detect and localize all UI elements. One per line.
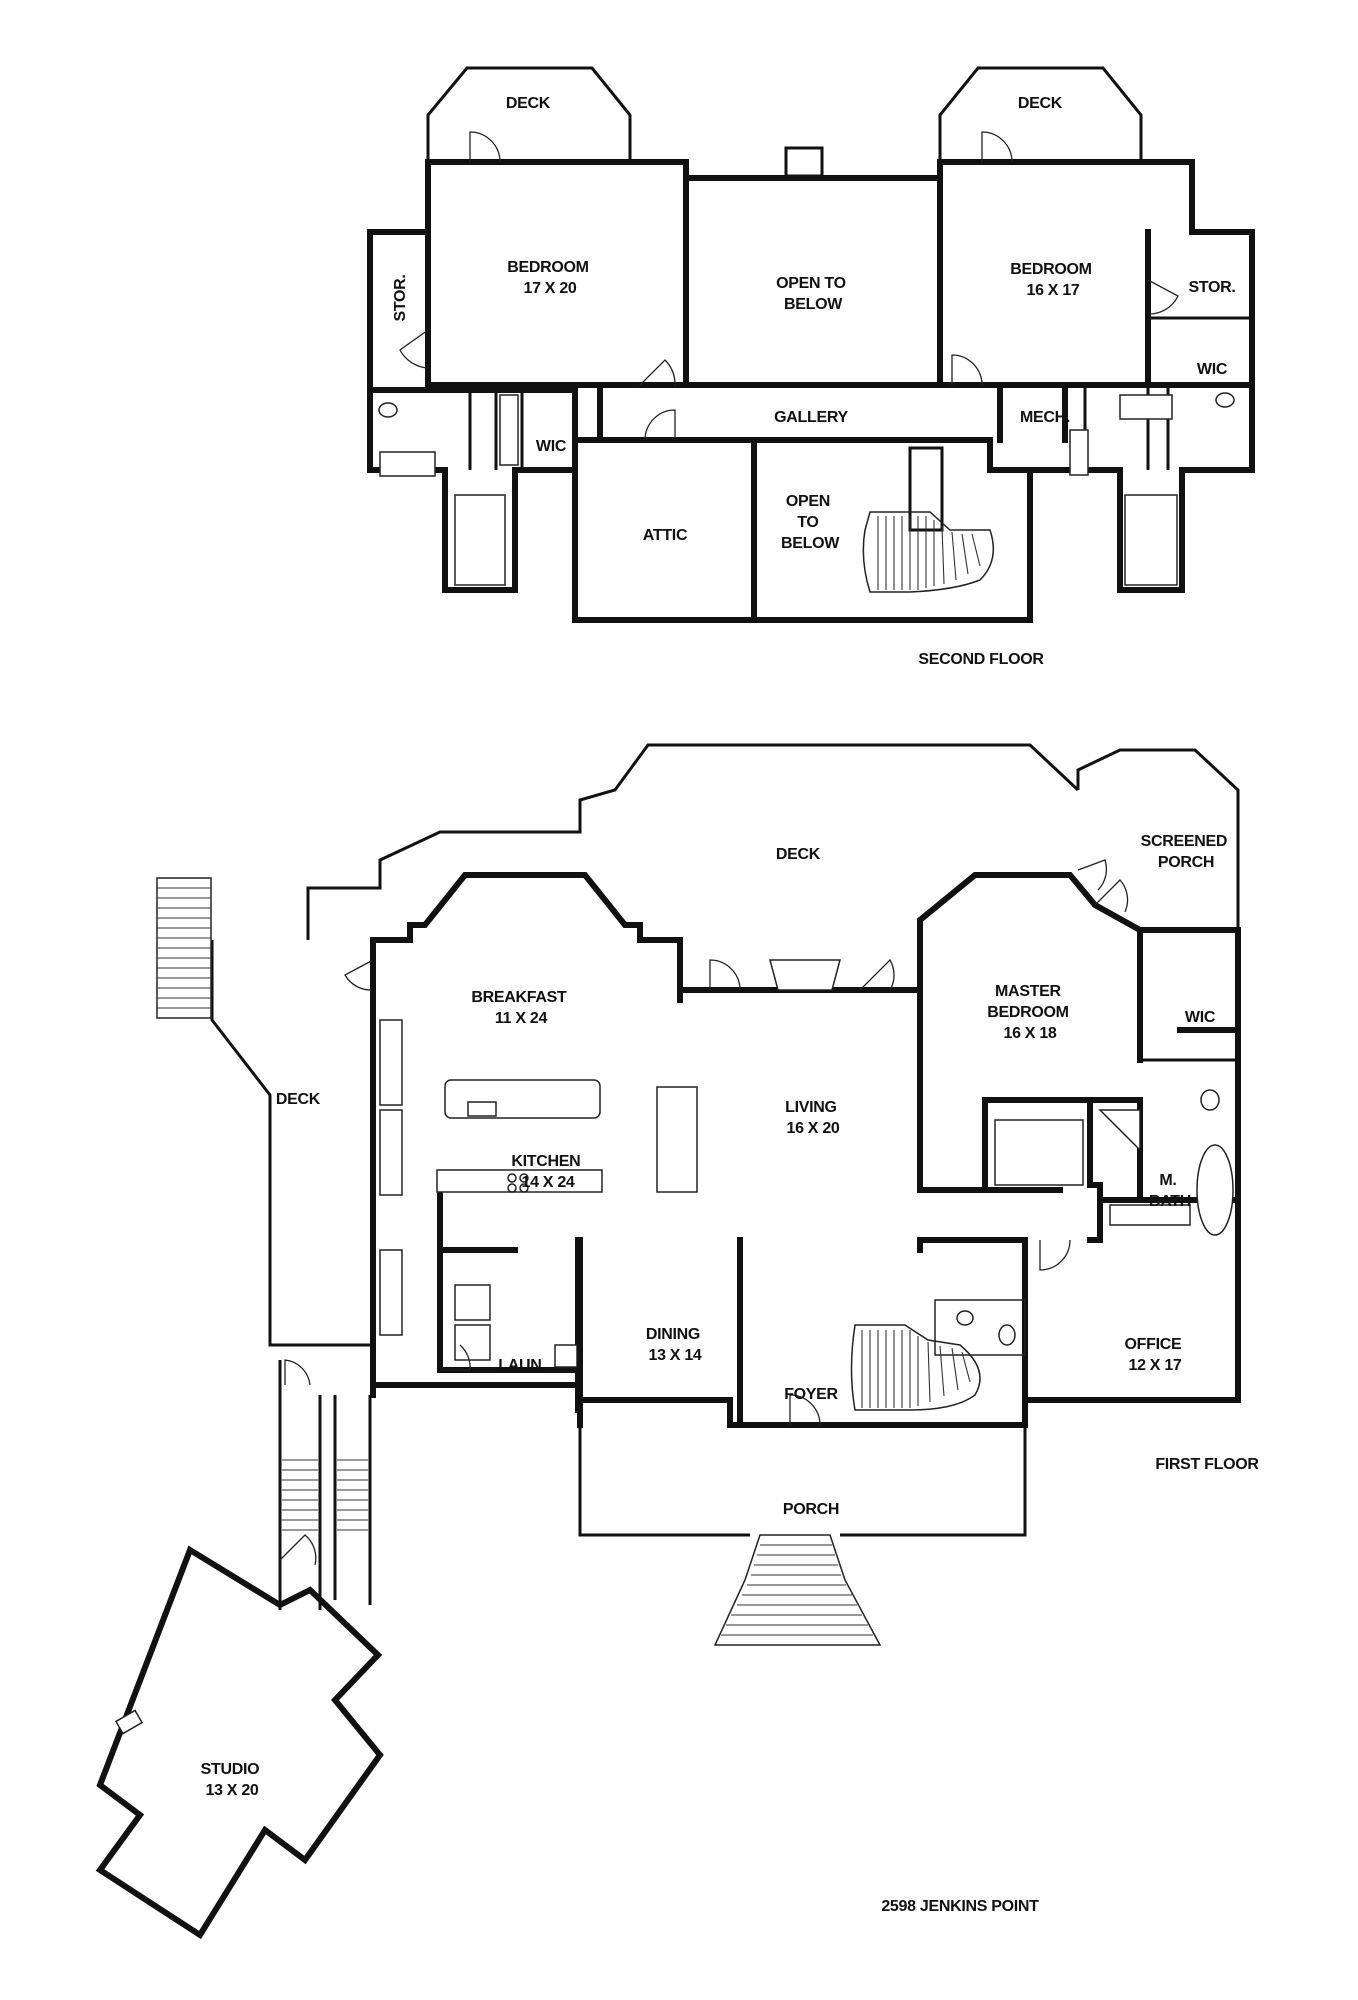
label-living: LIVING 16 X 20 <box>785 1099 841 1137</box>
labels-first-floor: DECK SCREENED PORCH BREAKFAST 11 X 24 MA… <box>201 833 1260 1915</box>
label-dining: DINING 13 X 14 <box>646 1326 704 1364</box>
door-living-deck-right <box>859 958 895 991</box>
kitchen-sink <box>467 1101 497 1117</box>
deck-top-outline <box>306 743 1080 940</box>
first-floor-title: FIRST FLOOR <box>1155 1456 1259 1473</box>
master-tub <box>1196 1144 1234 1236</box>
labels-second-floor: DECK DECK BEDROOM 17 X 20 OPEN TO BELOW … <box>392 95 1236 668</box>
address-label: 2598 JENKINS POINT <box>881 1898 1039 1915</box>
pantry-cabinets <box>379 1019 403 1106</box>
closet-left <box>454 494 506 586</box>
label-wic-right: WIC <box>1197 361 1228 378</box>
label-deck-left: DECK <box>276 1091 321 1108</box>
second-floor-outer-wall <box>367 159 1255 623</box>
bathtub-left <box>379 451 436 477</box>
label-studio: STUDIO 13 X 20 <box>201 1761 264 1799</box>
stair-upper <box>862 511 995 593</box>
kitchen-counter <box>436 1169 603 1193</box>
label-foyer: FOYER <box>784 1386 838 1403</box>
label-porch: PORCH <box>783 1501 839 1518</box>
second-floor-title: SECOND FLOOR <box>918 651 1044 668</box>
door-deck-left <box>469 131 501 163</box>
label-laun: LAUN. <box>498 1357 545 1374</box>
master-toilet <box>1200 1089 1220 1111</box>
studio-sink <box>114 1709 144 1735</box>
label-stor-left: STOR. <box>392 274 409 321</box>
label-master-bedroom: MASTER BEDROOM 16 X 18 <box>987 983 1073 1042</box>
door-breakfast-deck <box>344 959 374 991</box>
label-bedroom-left: BEDROOM 17 X 20 <box>507 259 593 297</box>
deck-left-outline <box>210 940 373 1347</box>
label-deck-top: DECK <box>776 846 821 863</box>
closet-right <box>1124 494 1178 586</box>
label-screened-porch: SCREENED PORCH <box>1141 833 1232 871</box>
living-bookcase <box>656 1086 698 1193</box>
door-breezeway <box>284 1359 311 1386</box>
vanity-left <box>499 394 519 466</box>
dryer <box>454 1324 491 1361</box>
master-vanity <box>1109 1204 1191 1226</box>
label-bedroom-right: BEDROOM 16 X 17 <box>1010 261 1096 299</box>
second-floor-plan <box>367 66 1255 623</box>
label-deck-right: DECK <box>1018 95 1063 112</box>
breezeway-walls <box>278 1360 372 1610</box>
deck-right-outline <box>938 66 1143 164</box>
door-studio <box>279 1534 317 1566</box>
label-open-stair: OPEN TO BELOW <box>781 493 840 552</box>
door-stor-right <box>1147 279 1179 315</box>
door-gallery <box>644 409 676 441</box>
door-master-deck <box>1094 879 1129 913</box>
front-stair <box>713 1534 882 1646</box>
door-stor-left <box>399 329 429 369</box>
label-deck-left: DECK <box>506 95 551 112</box>
master-closet-box <box>994 1119 1084 1186</box>
label-wic: WIC <box>1185 1009 1216 1026</box>
label-stor-right: STOR. <box>1188 279 1235 296</box>
door-office <box>1039 1239 1071 1271</box>
deck-left-outline <box>426 66 632 164</box>
toilet-right <box>1215 392 1235 408</box>
vanity-right <box>1069 429 1089 476</box>
label-office: OFFICE 12 X 17 <box>1124 1336 1185 1374</box>
door-laundry <box>440 1344 471 1371</box>
door-screened-porch <box>1077 859 1108 891</box>
toilet-left <box>378 402 398 418</box>
stair-upper-treads <box>877 516 981 590</box>
porch-outline <box>578 1425 1027 1537</box>
label-attic: ATTIC <box>643 527 688 544</box>
door-foyer-front <box>789 1394 821 1426</box>
first-floor-outer-wall <box>370 872 1241 1428</box>
label-breakfast: BREAKFAST 11 X 24 <box>471 989 570 1027</box>
stair-foyer <box>850 1324 981 1411</box>
studio-walls <box>95 1545 384 1940</box>
first-floor-plan <box>95 743 1241 1940</box>
shower <box>1098 1109 1141 1152</box>
fireplace <box>769 959 841 991</box>
door-deck-right <box>981 131 1013 163</box>
door-bedroom-left <box>639 359 676 386</box>
label-kitchen: KITCHEN 14 X 24 <box>511 1153 584 1191</box>
bathtub-right <box>1119 394 1173 420</box>
label-open-top: OPEN TO BELOW <box>776 275 850 313</box>
laundry-sink <box>554 1344 578 1368</box>
door-living-deck-left <box>709 959 741 991</box>
powder-room <box>934 1299 1026 1356</box>
label-wic-left: WIC <box>536 438 567 455</box>
label-gallery: GALLERY <box>774 409 848 426</box>
door-bedroom-right <box>951 354 983 386</box>
chimney <box>784 146 824 178</box>
washer <box>454 1284 491 1321</box>
label-mech: MECH. <box>1020 409 1070 426</box>
label-m-bath: M. BATH <box>1149 1172 1191 1210</box>
